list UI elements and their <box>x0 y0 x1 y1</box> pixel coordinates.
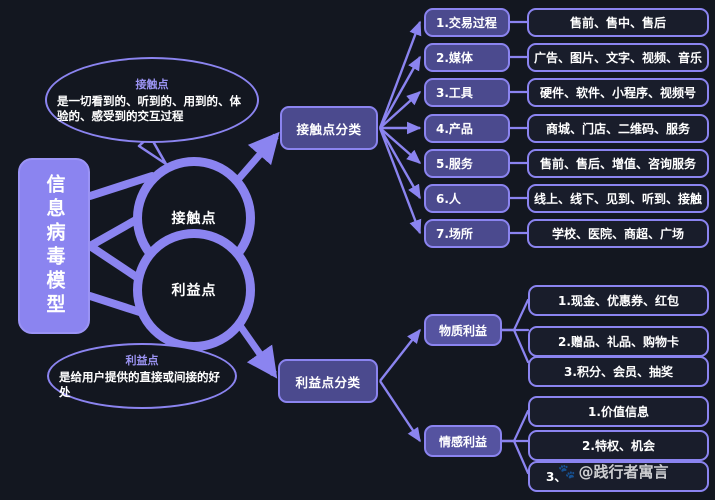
callout-body-touchpoint: 是一切看到的、听到的、用到的、体验的、感受到的交互过程 <box>57 94 241 123</box>
touch-item-detail: 线上、线下、见到、听到、接触 <box>527 184 709 213</box>
touch-item-label-text: 2.媒体 <box>436 51 473 65</box>
callout-bubble-touchpoint: 接触点 是一切看到的、听到的、用到的、体验的、感受到的交互过程 <box>45 57 259 143</box>
category-node-touchpoint-classification[interactable]: 接触点分类 <box>280 106 378 150</box>
touch-item-detail-text: 学校、医院、商超、广场 <box>551 227 684 241</box>
benefit-item: 2.赠品、礼品、购物卡 <box>528 326 709 357</box>
touch-item-label-text: 3.工具 <box>436 86 473 100</box>
edges-benefit-groups <box>379 328 421 443</box>
edges-material-items <box>500 298 530 364</box>
touch-item-detail-text: 商城、门店、二维码、服务 <box>545 122 690 136</box>
touch-item-label[interactable]: 1.交易过程 <box>424 8 510 37</box>
touch-item-label-text: 1.交易过程 <box>436 16 497 30</box>
touch-item-detail: 硬件、软件、小程序、视频号 <box>527 78 709 107</box>
benefit-item-text: 3、 <box>546 470 567 484</box>
edges-item-details <box>510 20 527 235</box>
benefit-group-material[interactable]: 物质利益 <box>424 314 502 346</box>
touch-item-label-text: 6.人 <box>436 192 461 206</box>
benefit-group-material-label: 物质利益 <box>438 323 487 338</box>
touch-item-label-text: 7.场所 <box>436 227 473 241</box>
callout-body-benefit: 是给用户提供的直接或间接的好处 <box>59 370 220 399</box>
touch-item-label[interactable]: 6.人 <box>424 184 510 213</box>
touch-item-label[interactable]: 2.媒体 <box>424 43 510 72</box>
benefit-item: 3.积分、会员、抽奖 <box>528 356 709 387</box>
circle-node-benefit-label: 利益点 <box>171 283 217 299</box>
touch-item-label[interactable]: 3.工具 <box>424 78 510 107</box>
touch-item-label[interactable]: 4.产品 <box>424 114 510 143</box>
callout-title-benefit: 利益点 <box>125 354 159 367</box>
edges-emotional-items <box>500 409 530 475</box>
benefit-item: 3、 <box>528 461 709 492</box>
touch-item-detail: 商城、门店、二维码、服务 <box>527 114 709 143</box>
touch-item-label-text: 4.产品 <box>436 122 473 136</box>
touch-item-detail-text: 售前、售后、增值、咨询服务 <box>539 157 696 171</box>
touch-item-detail-text: 售前、售中、售后 <box>569 16 666 30</box>
touch-item-detail-text: 广告、图片、文字、视频、音乐 <box>533 51 702 65</box>
benefit-item: 2.特权、机会 <box>528 430 709 461</box>
benefit-item: 1.价值信息 <box>528 396 709 427</box>
touch-item-detail: 售前、售后、增值、咨询服务 <box>527 149 709 178</box>
callout-title-touchpoint: 接触点 <box>135 78 169 91</box>
category-node-benefit-label: 利益点分类 <box>295 374 361 390</box>
touch-item-detail-text: 硬件、软件、小程序、视频号 <box>539 86 696 100</box>
touch-item-label[interactable]: 7.场所 <box>424 219 510 248</box>
category-node-benefit-classification[interactable]: 利益点分类 <box>278 359 378 403</box>
benefit-group-emotional[interactable]: 情感利益 <box>424 425 502 457</box>
touch-item-label-text: 5.服务 <box>436 157 473 171</box>
callout-bubble-benefit: 利益点 是给用户提供的直接或间接的好处 <box>47 343 237 409</box>
touch-item-detail-text: 线上、线下、见到、听到、接触 <box>533 192 702 206</box>
benefit-item-text: 3.积分、会员、抽奖 <box>564 365 673 379</box>
touch-item-detail: 售前、售中、售后 <box>527 8 709 37</box>
benefit-item: 1.现金、优惠券、红包 <box>528 285 709 316</box>
touch-item-label[interactable]: 5.服务 <box>424 149 510 178</box>
category-node-touchpoint-label: 接触点分类 <box>296 121 362 137</box>
benefit-item-text: 2.特权、机会 <box>582 439 655 453</box>
benefit-item-text: 2.赠品、礼品、购物卡 <box>558 335 679 349</box>
edges-touch-items <box>378 20 422 235</box>
benefit-group-emotional-label: 情感利益 <box>438 434 487 449</box>
circle-node-benefit[interactable]: 利益点 <box>133 229 255 351</box>
touch-item-detail: 广告、图片、文字、视频、音乐 <box>527 43 709 72</box>
circle-node-touchpoint-label: 接触点 <box>171 211 217 227</box>
benefit-item-text: 1.现金、优惠券、红包 <box>558 294 679 308</box>
root-node[interactable]: 信息病毒模型 <box>18 158 90 334</box>
touch-item-detail: 学校、医院、商超、广场 <box>527 219 709 248</box>
benefit-item-text: 1.价值信息 <box>588 405 649 419</box>
root-node-label: 信息病毒模型 <box>43 174 66 318</box>
